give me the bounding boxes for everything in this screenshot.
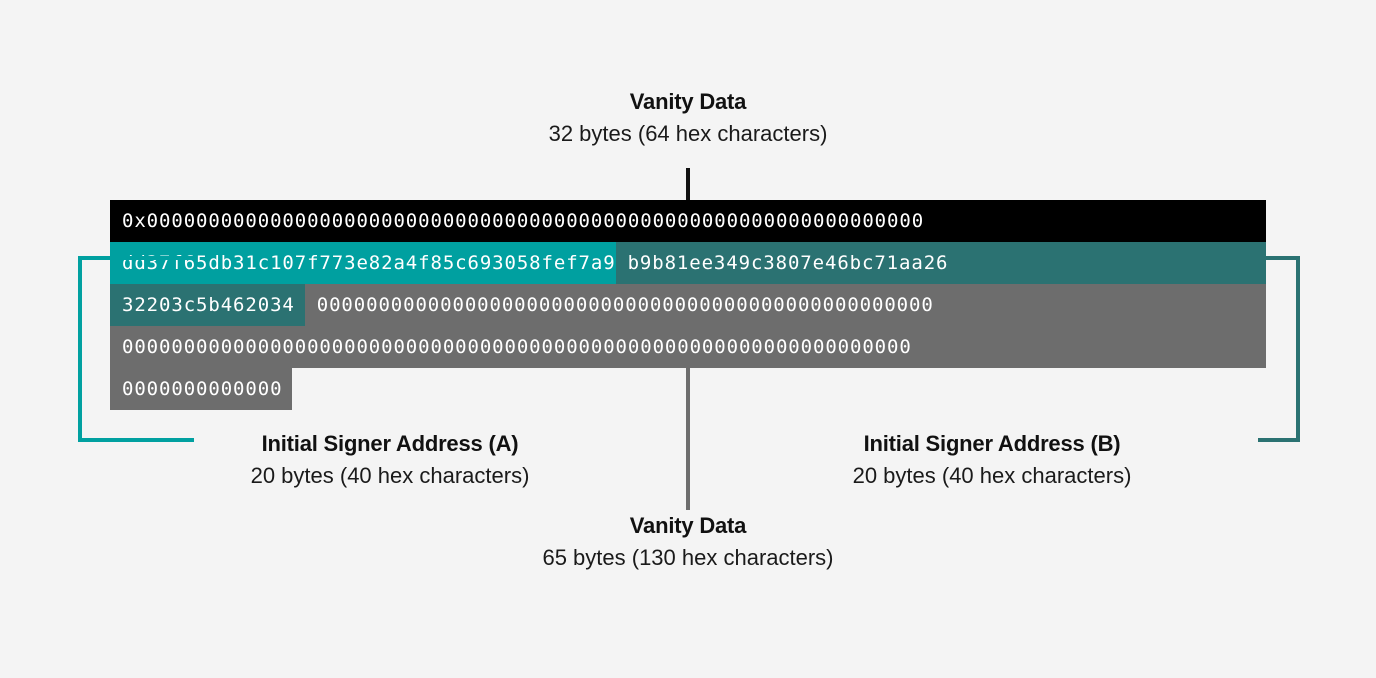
connector-line-top	[686, 168, 690, 202]
hex-row: 0000000000000000000000000000000000000000…	[110, 326, 1266, 368]
caption-title: Vanity Data	[629, 89, 747, 114]
hex-segment-vanity-tail-end: 0000000000000	[110, 368, 293, 410]
caption-initial-signer-address-b: Initial Signer Address (B) 20 bytes (40 …	[742, 430, 1242, 491]
hex-text: 0000000000000000000000000000000000000000…	[122, 336, 912, 358]
caption-subtitle: 20 bytes (40 hex characters)	[250, 463, 530, 488]
hex-segment-signer-b-part1: b9b81ee349c3807e46bc71aa26	[615, 242, 1266, 284]
hex-text: dd37f65db31c107f773e82a4f85c693058fef7a9	[122, 252, 616, 274]
hex-segment-vanity-tail: 0000000000000000000000000000000000000000…	[110, 326, 1266, 368]
caption-subtitle: 32 bytes (64 hex characters)	[548, 121, 828, 146]
caption-vanity-data-top: Vanity Data 32 bytes (64 hex characters)	[388, 88, 988, 149]
hex-row: dd37f65db31c107f773e82a4f85c693058fef7a9…	[110, 242, 1266, 284]
hex-text: 32203c5b462034	[122, 294, 295, 316]
caption-subtitle: 20 bytes (40 hex characters)	[852, 463, 1132, 488]
caption-subtitle: 65 bytes (130 hex characters)	[542, 545, 834, 570]
hex-text: 0x00000000000000000000000000000000000000…	[122, 210, 925, 232]
hex-data-block: 0x00000000000000000000000000000000000000…	[110, 200, 1266, 410]
caption-vanity-data-bottom: Vanity Data 65 bytes (130 hex characters…	[388, 512, 988, 573]
hex-row: 0x00000000000000000000000000000000000000…	[110, 200, 1266, 242]
hex-segment-signer-b-part2: 32203c5b462034	[110, 284, 305, 326]
hex-row: 0000000000000	[110, 368, 1266, 410]
bracket-signer-b	[1258, 256, 1300, 442]
caption-title: Initial Signer Address (B)	[863, 431, 1121, 456]
caption-initial-signer-address-a: Initial Signer Address (A) 20 bytes (40 …	[140, 430, 640, 491]
hex-text: b9b81ee349c3807e46bc71aa26	[627, 252, 949, 274]
hex-text: 0000000000000	[122, 378, 283, 400]
caption-title: Initial Signer Address (A)	[261, 431, 519, 456]
bracket-signer-a	[78, 256, 194, 442]
hex-text: 0000000000000000000000000000000000000000…	[316, 294, 934, 316]
hex-segment-vanity-tail: 0000000000000000000000000000000000000000…	[304, 284, 1266, 326]
hex-row: 32203c5b462034 0000000000000000000000000…	[110, 284, 1266, 326]
caption-title: Vanity Data	[629, 513, 747, 538]
hex-segment-signer-a: dd37f65db31c107f773e82a4f85c693058fef7a9	[110, 242, 616, 284]
connector-line-bottom	[686, 366, 690, 510]
hex-segment-vanity-prefix: 0x00000000000000000000000000000000000000…	[110, 200, 1266, 242]
